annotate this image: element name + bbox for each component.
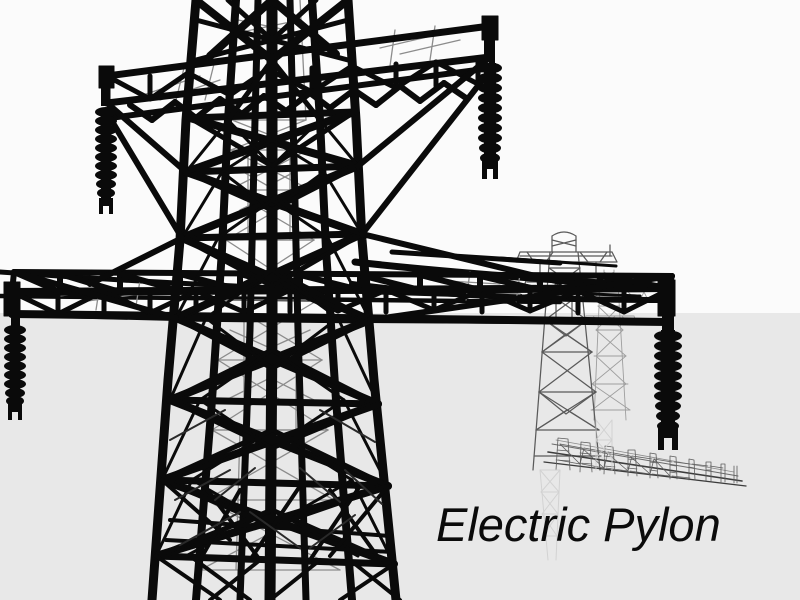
insulator-upper-left	[95, 84, 117, 214]
crossarm-gussets	[9, 54, 675, 325]
tower-base-clutter	[154, 478, 402, 600]
insulator-lower-right	[654, 316, 682, 450]
tower-base-fine	[169, 409, 383, 549]
page-title: Electric Pylon	[436, 498, 721, 551]
receding-pylon-line	[543, 437, 747, 487]
insulator-lower-left	[4, 314, 26, 420]
main-pylon-frame	[3, 0, 676, 600]
insulator-upper-right	[478, 40, 502, 179]
ground-reflection	[539, 419, 613, 561]
tower-fine-web	[154, 118, 396, 566]
tower-center-chord	[264, 0, 278, 600]
